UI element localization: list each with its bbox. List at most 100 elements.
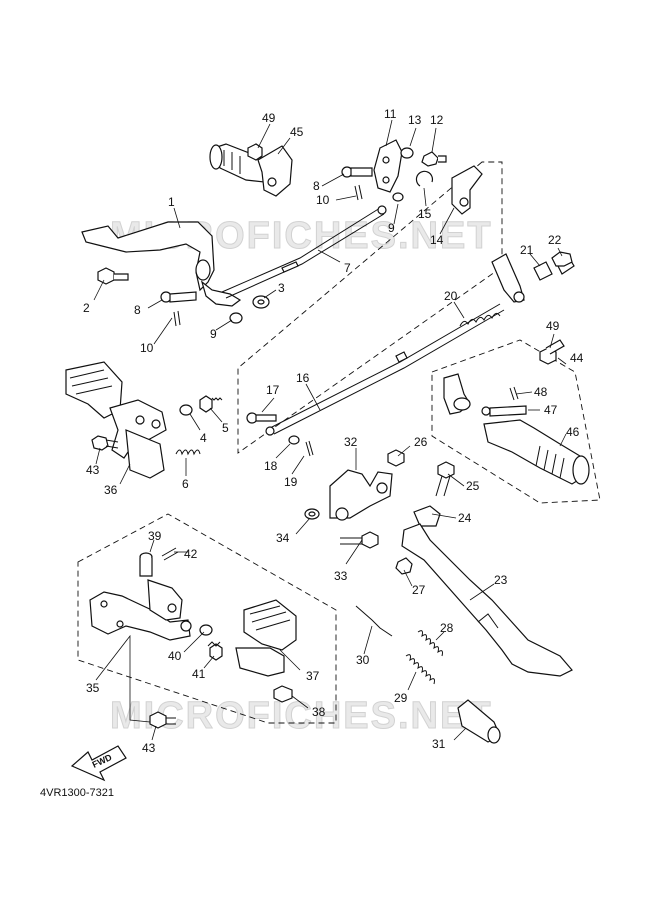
brake-rod (221, 205, 387, 299)
nut-22 (551, 251, 575, 275)
footrest-holder (147, 579, 192, 632)
washer-18 (288, 435, 300, 445)
nut-4 (179, 404, 193, 416)
shift-arm-11 (373, 139, 403, 193)
spring-29 (405, 654, 435, 685)
rear-bracket-35 (89, 591, 191, 641)
rear-bracket-right (443, 373, 471, 415)
bolt-2 (97, 267, 129, 285)
leader-lines (93, 119, 567, 741)
bolt-17 (246, 412, 277, 424)
label-5: 5 (222, 421, 229, 435)
rear-footrest-right-box (431, 339, 601, 504)
label-9-lower: 9 (210, 327, 217, 341)
label-7: 7 (344, 261, 351, 275)
label-49-upper: 49 (262, 111, 276, 125)
bolt-49-upper (247, 143, 263, 161)
bolt-49-right (539, 339, 565, 365)
shift-rod-16 (265, 303, 505, 436)
bolt-43-lower (149, 711, 176, 729)
label-46: 46 (566, 425, 580, 439)
label-33: 33 (334, 569, 348, 583)
pin-8-upper (341, 166, 373, 201)
label-24: 24 (458, 511, 472, 525)
bolt-26 (387, 449, 405, 467)
label-18: 18 (264, 459, 278, 473)
label-9-upper: 9 (388, 221, 395, 235)
label-42: 42 (184, 547, 198, 561)
label-20: 20 (444, 289, 458, 303)
label-26: 26 (414, 435, 428, 449)
bolt-12 (421, 151, 447, 167)
label-2: 2 (83, 301, 90, 315)
label-16: 16 (296, 371, 310, 385)
shift-lever-14 (451, 165, 483, 215)
sidestand-bracket-32 (329, 469, 393, 521)
washer-13 (400, 147, 414, 159)
shift-rod-group-box (237, 161, 503, 454)
label-21: 21 (520, 243, 534, 257)
bolt-43-upper (91, 435, 119, 451)
rear-footrest-left-box (77, 513, 337, 724)
label-22: 22 (548, 233, 562, 247)
label-8-upper: 8 (313, 179, 320, 193)
label-15: 15 (418, 207, 432, 221)
rubber-31 (457, 699, 501, 744)
label-32: 32 (344, 435, 358, 449)
spring-6 (175, 449, 201, 456)
sidestand-23 (401, 523, 573, 677)
label-25: 25 (466, 479, 480, 493)
label-14: 14 (430, 233, 444, 247)
label-29: 29 (394, 691, 408, 705)
diagram-code: 4VR1300-7321 (40, 787, 114, 799)
label-49-right: 49 (546, 319, 560, 333)
nut-38 (273, 685, 293, 703)
nut-27 (395, 557, 413, 575)
bolt-39 (139, 552, 153, 577)
watermark-bottom: MICROFICHES.NET (110, 695, 493, 737)
label-44: 44 (570, 351, 584, 365)
label-45: 45 (290, 125, 304, 139)
spring-28 (417, 630, 443, 657)
label-28: 28 (440, 621, 454, 635)
label-3: 3 (278, 281, 285, 295)
rear-footrest-37 (235, 599, 297, 677)
rear-footrest-upper-45 (209, 143, 293, 197)
label-43-lower: 43 (142, 741, 156, 755)
label-13: 13 (408, 113, 422, 127)
label-10-lower: 10 (140, 341, 154, 355)
spring-20 (459, 312, 501, 327)
label-39: 39 (148, 529, 162, 543)
label-35: 35 (86, 681, 100, 695)
part-labels: 1 2 3 4 5 6 7 8 8 9 9 10 10 11 12 13 14 … (83, 107, 584, 755)
label-37: 37 (306, 669, 320, 683)
label-43-upper: 43 (86, 463, 100, 477)
rear-footrest-right-46 (483, 419, 590, 485)
rod-end-21 (533, 261, 553, 281)
label-40: 40 (168, 649, 182, 663)
pin-47 (481, 405, 527, 417)
washer-9-upper (392, 192, 404, 202)
label-47: 47 (544, 403, 558, 417)
label-8-lower: 8 (134, 303, 141, 317)
spring-30 (355, 605, 393, 637)
label-41: 41 (192, 667, 206, 681)
label-12: 12 (430, 113, 444, 127)
pin-8-lower (160, 291, 197, 327)
label-6: 6 (182, 477, 189, 491)
bolt-33 (340, 531, 379, 549)
cotter-48 (509, 386, 519, 401)
shift-link (491, 253, 525, 303)
bolt-25 (435, 461, 455, 497)
brake-pedal (81, 221, 242, 307)
collar-24 (413, 505, 441, 527)
label-30: 30 (356, 653, 370, 667)
label-19: 19 (284, 475, 298, 489)
label-1: 1 (168, 195, 175, 209)
label-36: 36 (104, 483, 118, 497)
bolt-41 (207, 641, 223, 661)
label-31: 31 (432, 737, 446, 751)
bolt-5 (199, 395, 223, 413)
circlip-15 (415, 170, 434, 187)
